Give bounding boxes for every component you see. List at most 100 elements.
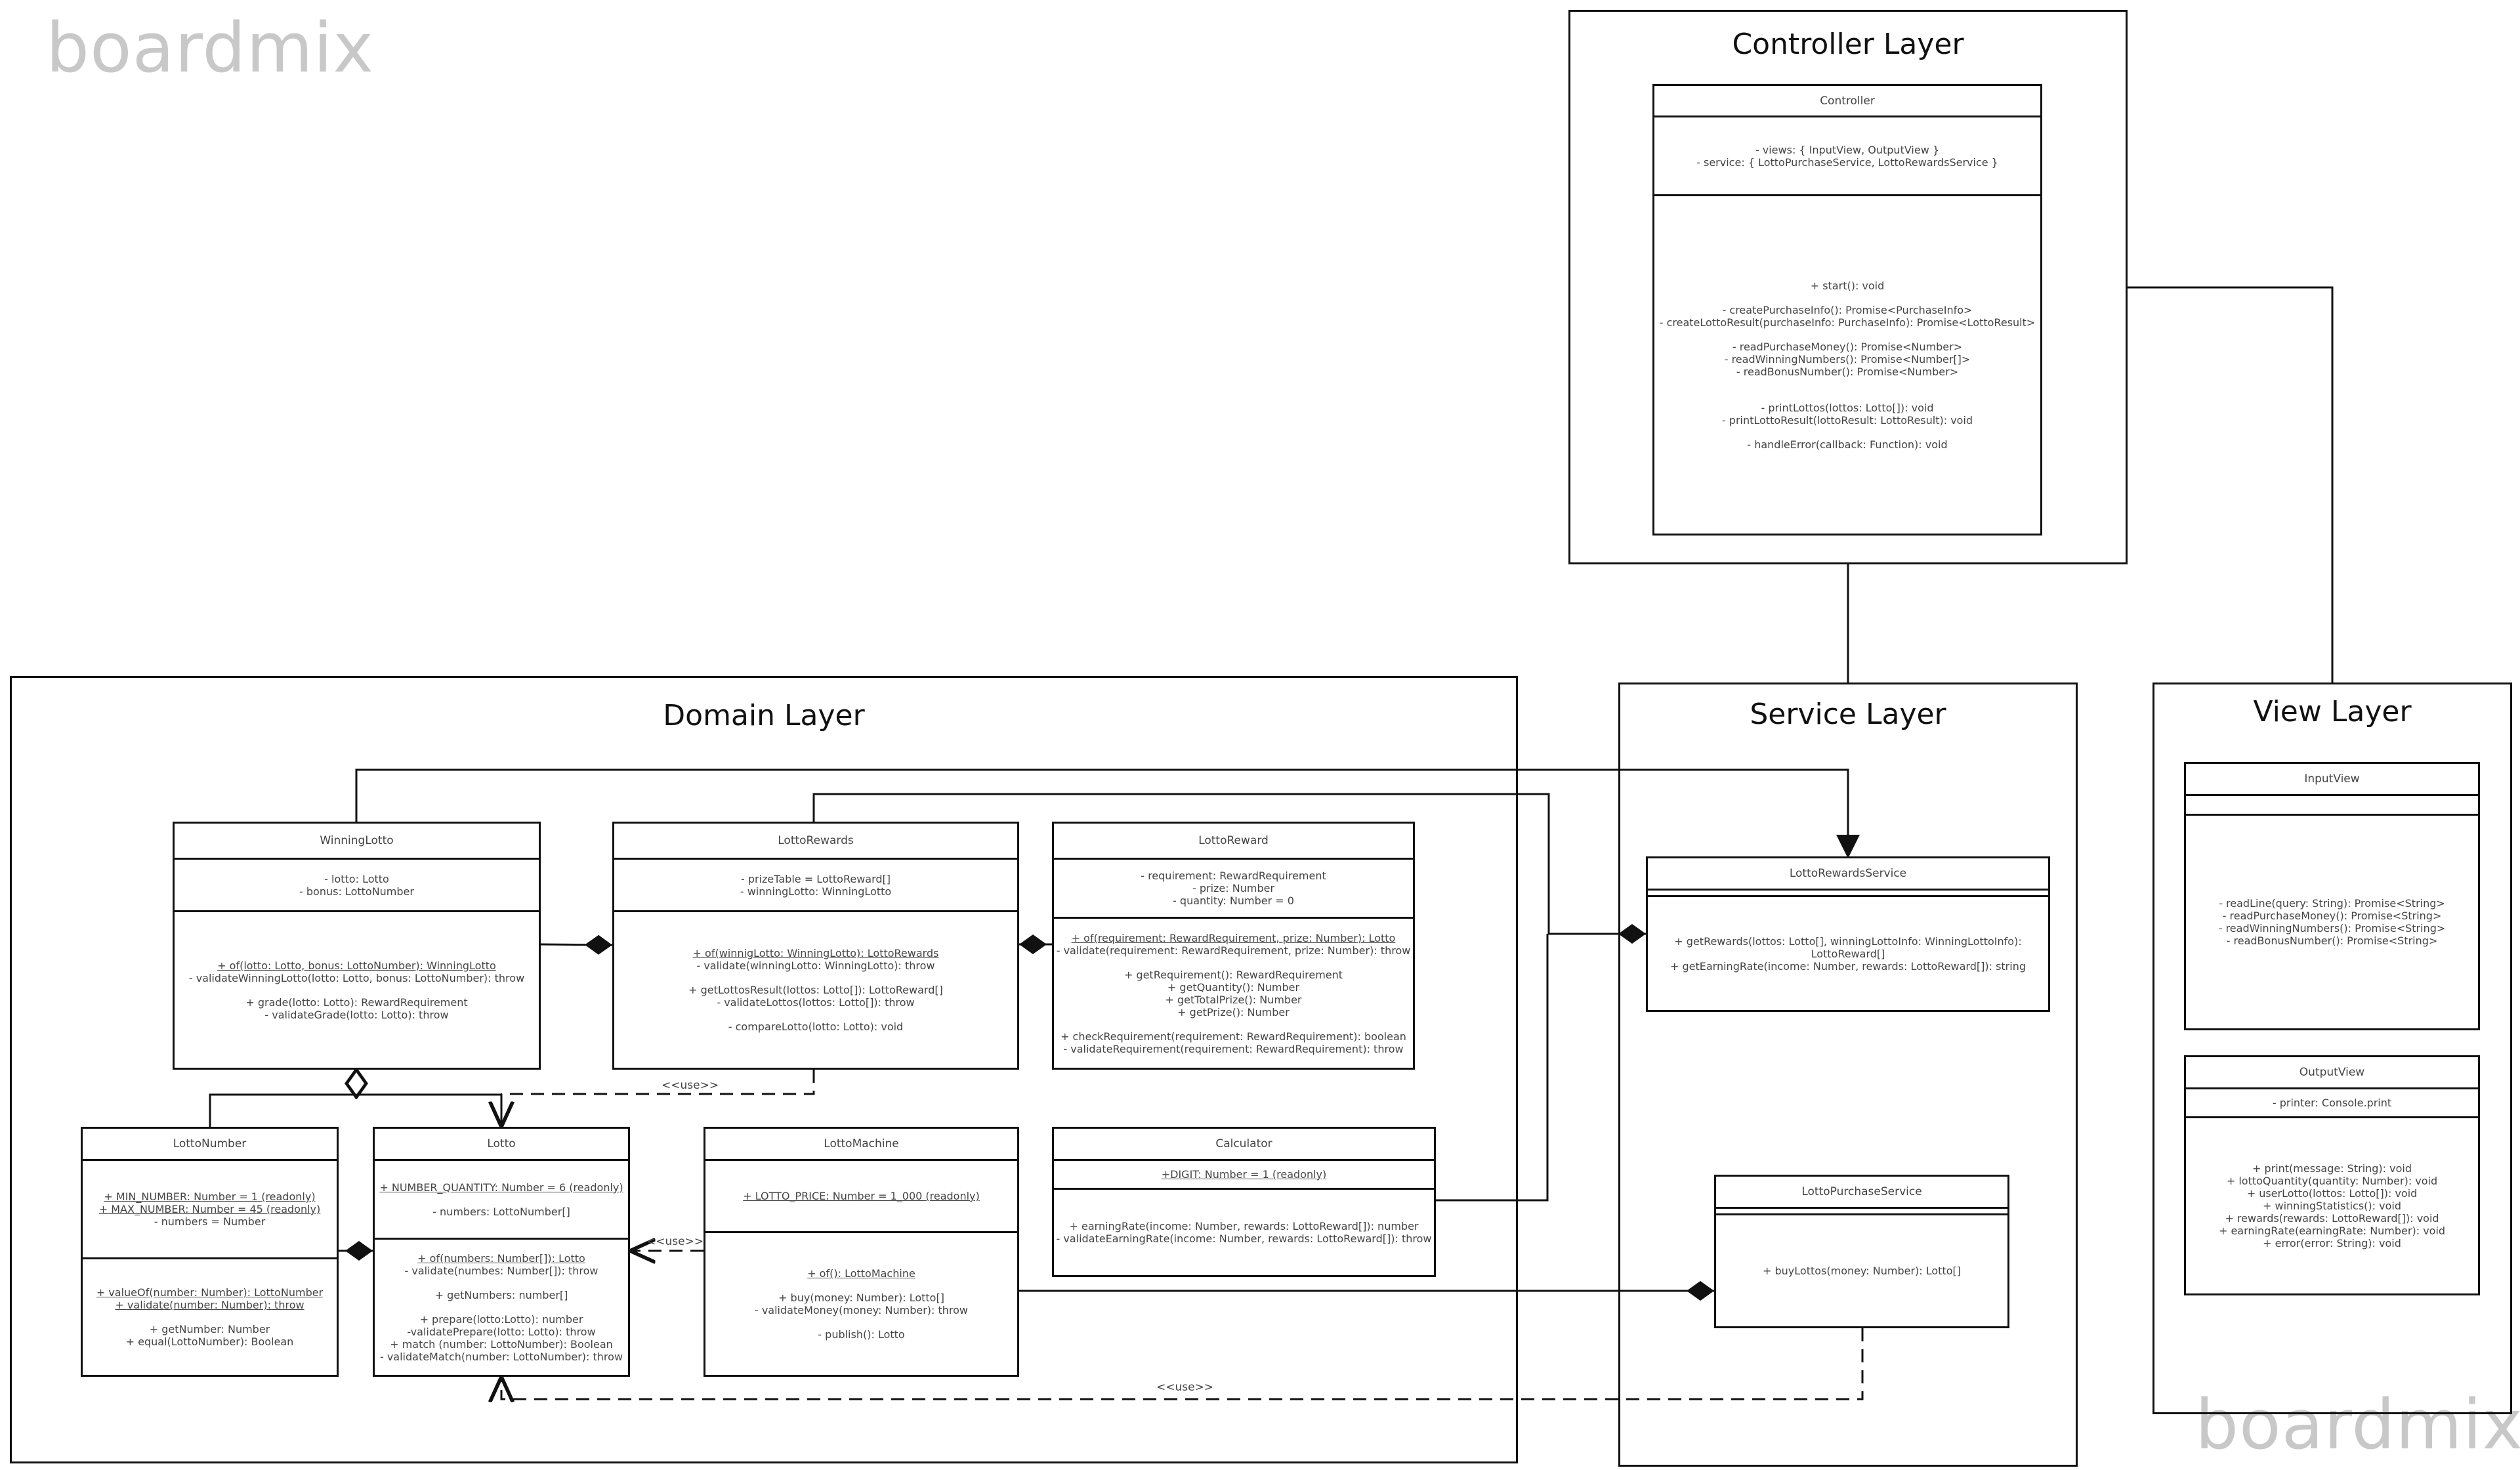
class-method: - validateRequirement(requirement: Rewar… (1063, 1042, 1404, 1055)
class-static-method: + of(): LottoMachine (807, 1267, 915, 1280)
class-field: - numbers: LottoNumber[] (432, 1205, 570, 1218)
class-method: + earningRate(income: Number, rewards: L… (1069, 1220, 1419, 1232)
class-method: + checkRequirement(requirement: RewardRe… (1060, 1030, 1406, 1043)
class-method: + winningStatistics(): void (2262, 1200, 2401, 1212)
class-static-field: +DIGIT: Number = 1 (readonly) (1161, 1168, 1327, 1181)
lottomachine-class[interactable]: LottoMachine + LOTTO_PRICE: Number = 1_0… (704, 1127, 1019, 1377)
class-field: - winningLotto: WinningLotto (740, 885, 892, 898)
class-name: LottoPurchaseService (1801, 1185, 1922, 1198)
class-field: - prize: Number (1192, 882, 1275, 894)
class-field: - prizeTable = LottoReward[] (740, 872, 891, 885)
class-field: - lotto: Lotto (324, 872, 389, 885)
class-method: + lottoQuantity(quantity: Number): void (2226, 1175, 2438, 1187)
lottorewards-class[interactable]: LottoRewards - prizeTable = LottoReward[… (612, 822, 1019, 1070)
class-method: + earningRate(earningRate: Number): void (2218, 1225, 2446, 1237)
class-static-method: + validate(number: Number): throw (115, 1299, 304, 1311)
class-name: Calculator (1215, 1137, 1272, 1150)
inputview-class[interactable]: InputView - readLine(query: String): Pro… (2184, 762, 2480, 1030)
class-method: + getNumbers: number[] (434, 1288, 568, 1301)
winninglotto-lotto-line (356, 1093, 501, 1127)
class-method: + buy(money: Number): Lotto[] (778, 1292, 944, 1304)
class-field: - numbers = Number (154, 1215, 266, 1228)
lottoreward-class[interactable]: LottoReward - requirement: RewardRequire… (1052, 822, 1415, 1070)
class-static-method: + valueOf(number: Number): LottoNumber (96, 1286, 324, 1299)
domain-layer[interactable]: Domain Layer (10, 676, 1518, 1463)
controller-layer[interactable]: Controller Layer (1568, 10, 2128, 564)
lotto-class[interactable]: Lotto + NUMBER_QUANTITY: Number = 6 (rea… (373, 1127, 630, 1377)
class-name: WinningLotto (320, 834, 394, 847)
winninglotto-lottorewards-line (540, 934, 613, 955)
class-method: LottoReward[] (1811, 947, 1885, 960)
winninglotto-to-rewardsservice-line (355, 768, 1860, 858)
class-static-field: + MIN_NUMBER: Number = 1 (readonly) (104, 1190, 316, 1203)
outputview-class[interactable]: OutputView - printer: Console.print + pr… (2184, 1055, 2480, 1295)
lottorewardsservice-class[interactable]: LottoRewardsService + getRewards(lottos:… (1646, 856, 2050, 1012)
class-method: - validateWinningLotto(lotto: Lotto, bon… (188, 971, 525, 984)
class-method: - validateMatch(number: LottoNumber): th… (379, 1350, 623, 1363)
class-field: - service: { LottoPurchaseService, Lotto… (1696, 156, 1998, 169)
class-name: LottoReward (1198, 834, 1269, 847)
class-static-field: + NUMBER_QUANTITY: Number = 6 (readonly) (379, 1181, 623, 1194)
class-method: + getEarningRate(income: Number, rewards… (1670, 959, 2026, 973)
service-layer-title: Service Layer (1750, 698, 1946, 731)
class-method: - readLine(query: String): Promise<Strin… (2219, 897, 2445, 910)
class-static-method: + of(lotto: Lotto, bonus: LottoNumber): … (217, 959, 496, 972)
controller-to-view-line (2128, 286, 2334, 682)
class-method: - validateMoney(money: Number): throw (754, 1304, 969, 1316)
controller-class[interactable]: Controller - views: { InputView, OutputV… (1652, 84, 2042, 536)
class-name: LottoNumber (173, 1137, 247, 1150)
use-stereotype-label: <<use>> (646, 1235, 704, 1248)
class-method: - validateGrade(lotto: Lotto): throw (264, 1008, 449, 1021)
class-field: - bonus: LottoNumber (299, 885, 414, 898)
class-method: + start(): void (1810, 279, 1885, 292)
service-layer[interactable]: Service Layer (1618, 682, 2078, 1467)
class-method: + rewards(rewards: LottoReward[]): void (2225, 1212, 2439, 1225)
class-field: - views: { InputView, OutputView } (1755, 143, 1940, 156)
class-method: - createLottoResult(purchaseInfo: Purcha… (1659, 316, 2036, 329)
class-method: - validateLottos(lottos: Lotto[]): throw (717, 996, 915, 1009)
view-layer-title: View Layer (2253, 695, 2412, 728)
class-name: Lotto (487, 1137, 516, 1150)
class-method: + userLotto(lottos: Lotto[]): void (2246, 1187, 2418, 1200)
class-method: - readPurchaseMoney(): Promise<Number> (1732, 340, 1963, 353)
class-field: - requirement: RewardRequirement (1141, 870, 1326, 882)
class-field: - printer: Console.print (2272, 1097, 2392, 1109)
class-static-method: + of(winnigLotto: WinningLotto): LottoRe… (692, 947, 939, 959)
class-field: - quantity: Number = 0 (1173, 894, 1294, 907)
lottonumber-class[interactable]: LottoNumber + MIN_NUMBER: Number = 1 (re… (81, 1127, 339, 1377)
class-method: - readBonusNumber(): Promise<Number> (1736, 365, 1959, 378)
class-method: - compareLotto(lotto: Lotto): void (728, 1020, 904, 1033)
class-method: + match (number: LottoNumber): Boolean (390, 1337, 613, 1351)
class-method: - createPurchaseInfo(): Promise<Purchase… (1722, 303, 1973, 316)
class-method: - readWinningNumbers(): Promise<Number[]… (1724, 352, 1971, 366)
class-method: + getNumber: Number (149, 1323, 270, 1335)
class-static-field: + LOTTO_PRICE: Number = 1_000 (readonly) (743, 1190, 980, 1202)
watermark-logo: boardmix (2195, 1385, 2520, 1465)
class-method: + grade(lotto: Lotto): RewardRequirement (245, 996, 468, 1009)
class-method: - printLottoResult(lottoResult: LottoRes… (1721, 413, 1973, 427)
class-method: - validate(requirement: RewardRequiremen… (1056, 944, 1411, 957)
class-method: - validateEarningRate(income: Number, re… (1056, 1232, 1432, 1245)
class-name: LottoMachine (824, 1137, 899, 1150)
controller-layer-title: Controller Layer (1732, 28, 1964, 61)
class-method: + equal(LottoNumber): Boolean (125, 1335, 294, 1348)
use-stereotype-label: <<use>> (1156, 1381, 1214, 1394)
class-method: + getRewards(lottos: Lotto[], winningLot… (1674, 934, 2022, 948)
calculator-class[interactable]: Calculator +DIGIT: Number = 1 (readonly)… (1052, 1127, 1436, 1277)
class-method: - readPurchaseMoney(): Promise<String> (2222, 910, 2442, 922)
class-name: InputView (2304, 772, 2360, 786)
class-method: - validate(numbes: Number[]): throw (404, 1264, 598, 1277)
class-method: - validate(winningLotto: WinningLotto): … (696, 959, 935, 972)
class-name: LottoRewardsService (1789, 867, 1907, 880)
class-method: -validatePrepare(lotto: Lotto): throw (407, 1325, 596, 1338)
class-method: + getRequirement(): RewardRequirement (1124, 968, 1343, 981)
view-layer[interactable]: View Layer (2152, 682, 2512, 1414)
class-method: + getPrize(): Number (1177, 1005, 1290, 1018)
lottopurchaseservice-class[interactable]: LottoPurchaseService + buyLottos(money: … (1714, 1175, 2009, 1328)
class-method: + prepare(lotto:Lotto): number (419, 1312, 583, 1326)
domain-layer-title: Domain Layer (663, 699, 865, 732)
winninglotto-class[interactable]: WinningLotto - lotto: Lotto - bonus: Lot… (173, 822, 541, 1070)
use-stereotype-label: <<use>> (662, 1079, 719, 1092)
class-static-method: + of(numbers: Number[]): Lotto (417, 1251, 585, 1265)
